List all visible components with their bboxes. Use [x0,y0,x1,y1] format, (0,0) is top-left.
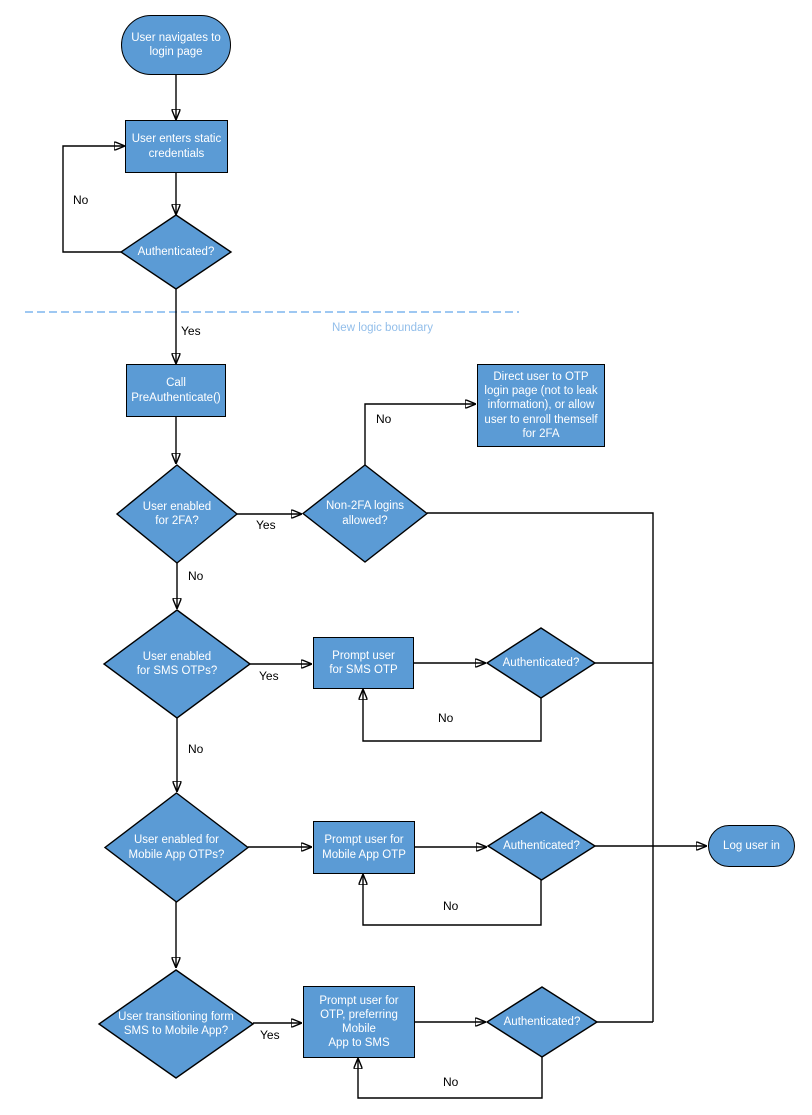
node-authenticated-mobile: Authenticated? [488,812,595,880]
edge-label-2fa-no: No [188,569,204,583]
node-user-enabled-2fa: User enabled for 2FA? [117,465,237,563]
edge-label-auth1-no: No [73,193,89,207]
edge-label-sms-yes: Yes [259,669,279,683]
node-prompt-mobile-otp-label: Prompt user for Mobile App OTP [322,834,406,861]
node-non-2fa-logins-allowed-label: Non-2FA logins allowed? [326,500,404,527]
edge-label-2fa-yes: Yes [256,518,276,532]
edge-non2fa-yes-trunk [427,512,654,1022]
edge-label-non2fa-no: No [376,412,392,426]
node-log-user-in-label: Log user in [723,839,780,852]
node-prompt-mobile-otp: Prompt user for Mobile App OTP [313,821,415,874]
node-direct-user-otp-label: Direct user to OTP login page (not to le… [484,371,598,440]
node-authenticated-transition: Authenticated? [487,987,597,1057]
edge-auth1-no-loop [62,146,124,253]
node-non-2fa-logins-allowed: Non-2FA logins allowed? [303,465,427,562]
diamond-shape [99,970,253,1078]
edge-label-auth-transition-no: No [443,1075,459,1089]
node-prompt-sms-otp: Prompt user for SMS OTP [313,637,414,689]
node-user-transitioning-label: User transitioning form SMS to Mobile Ap… [118,1010,234,1037]
edge-auth2-no-loop [363,690,542,742]
diamond-shape [105,793,248,902]
diamond-shape [488,812,595,880]
node-authenticated-1: Authenticated? [121,215,231,289]
node-prompt-sms-otp-label: Prompt user for SMS OTP [329,649,398,676]
diamond-shape [487,987,597,1057]
node-user-enabled-mobile-otps: User enabled for Mobile App OTPs? [105,793,248,902]
edge-non2fa-no-to-direct [364,404,475,465]
diamond-shape [487,628,595,698]
edge-auth4-no-loop [358,1057,543,1099]
node-call-preauthenticate: Call PreAuthenticate() [126,364,226,417]
diamond-shape [303,465,427,562]
diamond-shape [121,215,231,289]
node-direct-user-otp: Direct user to OTP login page (not to le… [477,364,605,447]
node-user-enabled-sms-otps-label: User enabled for SMS OTPs? [136,650,218,677]
diamond-shape [117,465,237,563]
edge-label-auth-sms-no: No [438,711,454,725]
node-prompt-otp-preferring-label: Prompt user for OTP, preferring Mobile A… [319,994,399,1050]
node-authenticated-1-label: Authenticated? [137,245,215,258]
edge-label-sms-no: No [188,742,204,756]
node-enter-credentials-label: User enters static credentials [131,133,222,160]
node-enter-credentials: User enters static credentials [125,120,228,173]
edge-label-transition-yes: Yes [260,1028,280,1042]
node-user-enabled-2fa-label: User enabled for 2FA? [142,500,212,527]
diamond-shape [104,610,250,718]
node-user-enabled-mobile-otps-label: User enabled for Mobile App OTPs? [128,834,225,861]
node-authenticated-sms-label: Authenticated? [502,656,580,669]
new-logic-boundary-label: New logic boundary [332,322,434,334]
node-user-transitioning: User transitioning form SMS to Mobile Ap… [99,970,253,1078]
node-call-preauthenticate-label: Call PreAuthenticate() [131,377,221,404]
node-prompt-otp-preferring: Prompt user for OTP, preferring Mobile A… [303,986,415,1058]
node-start: User navigates to login page [121,15,231,75]
node-log-user-in: Log user in [708,825,795,867]
node-start-label: User navigates to login page [131,31,221,58]
node-authenticated-sms: Authenticated? [487,628,595,698]
edge-label-auth-mobile-no: No [443,899,459,913]
edge-auth3-no-loop [363,875,542,926]
edge-label-auth1-yes: Yes [181,324,201,338]
node-authenticated-transition-label: Authenticated? [503,1015,581,1028]
node-authenticated-mobile-label: Authenticated? [503,839,580,852]
node-user-enabled-sms-otps: User enabled for SMS OTPs? [104,610,250,718]
